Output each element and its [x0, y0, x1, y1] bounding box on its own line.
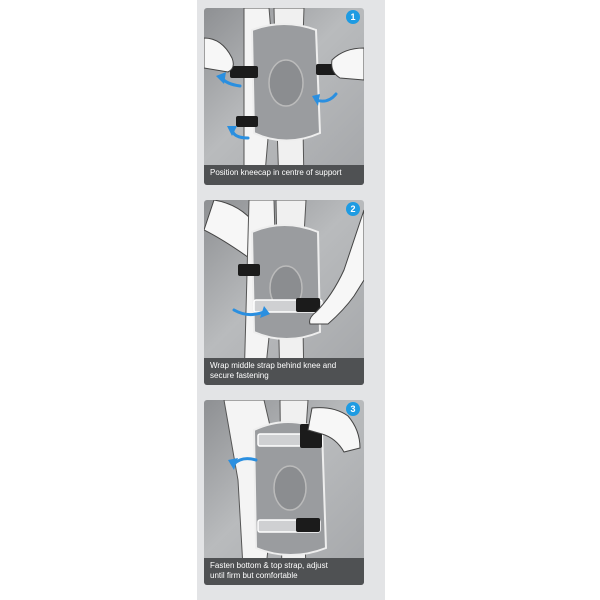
step-2-illustration: [204, 200, 364, 385]
step-2-badge: 2: [346, 202, 360, 216]
step-3-caption: Fasten bottom & top strap, adjust until …: [204, 558, 364, 585]
strap: [238, 264, 260, 276]
strap: [230, 66, 258, 78]
hand-icon: [307, 407, 361, 453]
strap: [296, 298, 320, 312]
hand-icon: [204, 37, 364, 81]
strap: [296, 518, 320, 532]
rotate-arrow-icon: [232, 308, 266, 317]
step-3-panel: Fasten bottom & top strap, adjust until …: [204, 400, 364, 585]
step-1-panel: Position kneecap in centre of support 1: [204, 8, 364, 185]
step-1-illustration: [204, 8, 364, 185]
hand-icon: [309, 209, 364, 325]
step-3-illustration: [223, 400, 361, 585]
strap: [236, 116, 258, 127]
step-3-badge: 3: [346, 402, 360, 416]
step-1-caption: Position kneecap in centre of support: [204, 165, 364, 185]
step-2-caption: Wrap middle strap behind knee and secure…: [204, 358, 364, 385]
knee-support-icon: [250, 23, 322, 142]
step-2-panel: Wrap middle strap behind knee and secure…: [204, 200, 364, 385]
step-1-badge: 1: [346, 10, 360, 24]
